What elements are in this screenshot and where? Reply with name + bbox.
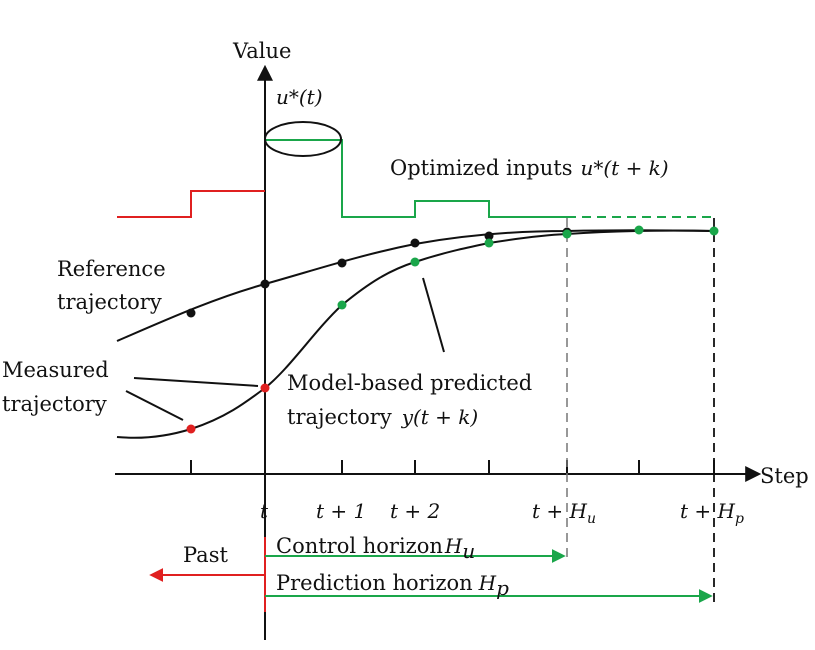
reference-point (484, 231, 494, 241)
model-label-line1: Model-based predicted (287, 371, 532, 395)
measured-label-line1: Measured (2, 358, 109, 382)
measured-label-line2: trajectory (2, 392, 107, 416)
reference-label-line2: trajectory (57, 290, 162, 314)
predicted-point (410, 257, 420, 267)
u-star-highlight-ellipse (264, 121, 342, 157)
x-axis-label: Step (760, 464, 809, 488)
tick-label-t1: t + 1 (316, 499, 366, 523)
measured-points (186, 383, 270, 434)
measured-point (260, 383, 270, 393)
predicted-point (562, 229, 572, 239)
reference-points (186, 227, 572, 318)
reference-point (410, 238, 420, 248)
model-pointer-line (422, 277, 445, 353)
tick-label-t: t (260, 499, 269, 523)
tick-label-t2: t + 2 (390, 499, 440, 523)
reference-label-line1: Reference (57, 257, 166, 281)
measured-pointer-line (125, 390, 184, 421)
reference-point (337, 258, 347, 268)
measured-point (186, 424, 196, 434)
x-ticks (190, 460, 715, 474)
past-input-line (117, 190, 265, 218)
predicted-points (337, 225, 719, 310)
y-axis-label: Value (232, 39, 291, 63)
reference-point (186, 308, 196, 318)
tick-label-tHu: t + Hu (532, 499, 596, 527)
predicted-point (337, 300, 347, 310)
optimized-input-line (265, 139, 567, 218)
tick-label-tHp: t + Hp (680, 499, 744, 527)
predicted-point (634, 225, 644, 235)
u-star-t-label: u*(t) (276, 85, 323, 109)
reference-point (260, 279, 270, 289)
measured-pointer-line (133, 377, 259, 387)
predicted-point (484, 238, 494, 248)
predicted-point (709, 226, 719, 236)
past-label: Past (183, 543, 228, 567)
